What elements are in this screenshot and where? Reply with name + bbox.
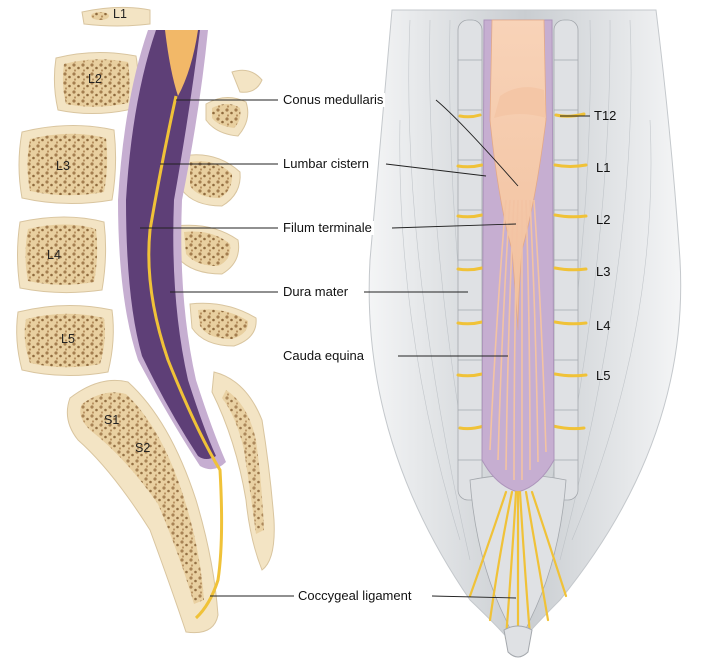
spinous-processes <box>175 69 275 571</box>
label-lumbar-cistern: Lumbar cistern <box>281 156 371 171</box>
label-l5-right: L5 <box>596 368 611 383</box>
label-l2-left: L2 <box>88 72 102 86</box>
label-t12: T12 <box>594 108 617 123</box>
vertebra-l5 <box>16 305 114 377</box>
label-s2: S2 <box>135 441 151 455</box>
vertebra-l2 <box>53 51 139 115</box>
label-filum-terminale: Filum terminale <box>281 220 374 235</box>
label-l4-right: L4 <box>596 318 611 333</box>
label-l4-left: L4 <box>47 248 61 262</box>
label-l1-right: L1 <box>596 160 611 175</box>
label-cauda-equina: Cauda equina <box>281 348 366 363</box>
label-l2-right: L2 <box>596 212 611 227</box>
sacrum <box>66 379 219 634</box>
label-dura-mater: Dura mater <box>281 284 351 299</box>
vertebra-l4 <box>17 216 107 294</box>
label-l3-right: L3 <box>596 264 611 279</box>
leader-lines <box>140 99 591 599</box>
label-l3-left: L3 <box>56 159 70 173</box>
label-s1: S1 <box>104 413 120 427</box>
vertebra-l1 <box>81 6 151 27</box>
label-l5-left: L5 <box>61 332 75 346</box>
posterior-view <box>368 9 682 658</box>
sagittal-view <box>16 6 275 634</box>
label-conus-medullaris: Conus medullaris <box>281 92 386 107</box>
vertebra-l3 <box>18 125 117 205</box>
dural-sac <box>118 30 226 620</box>
label-coccygeal-ligament: Coccygeal ligament <box>296 588 414 603</box>
label-l1-left: L1 <box>113 7 127 21</box>
